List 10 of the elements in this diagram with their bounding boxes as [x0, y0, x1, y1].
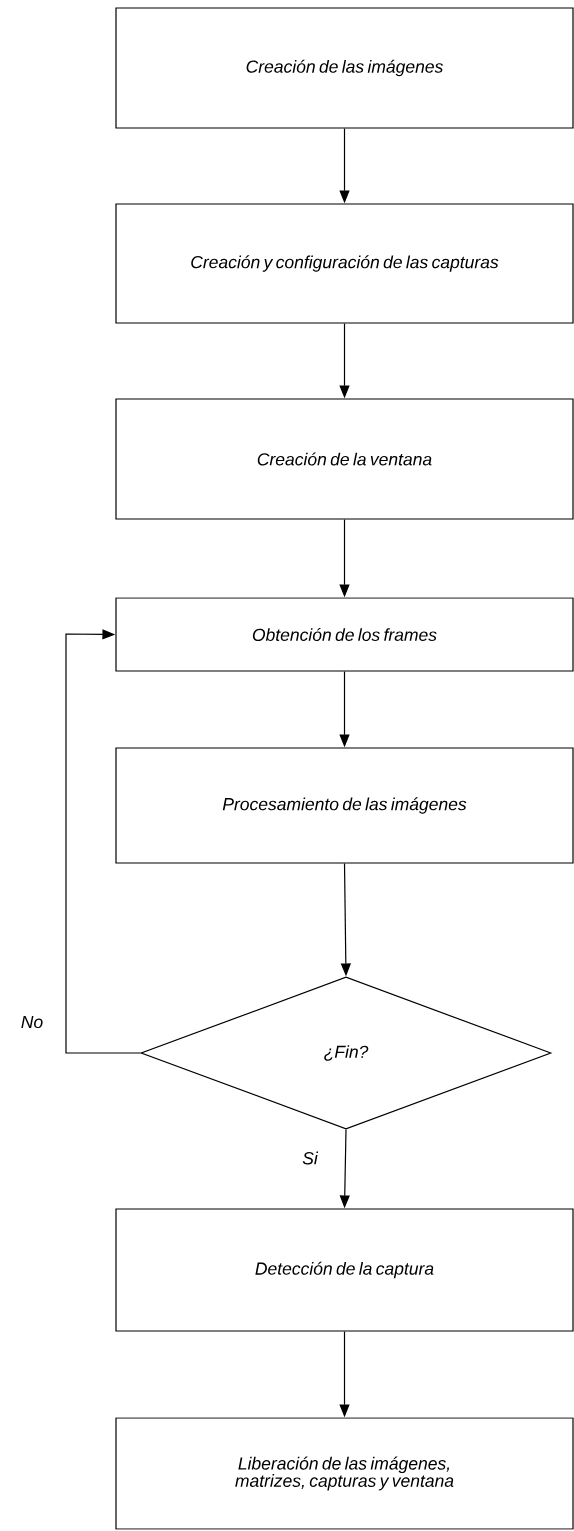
arrow [65, 629, 141, 1054]
process-box: Creación y configuración de las capturas [115, 203, 574, 324]
process-box: Creación de la ventana [115, 398, 574, 520]
process-box: Liberación de las imágenes, matrizes, capturas y ventana [115, 1417, 574, 1530]
process-box: Obtención de los frames [115, 597, 574, 672]
edge-label: No [19, 1014, 45, 1030]
edge-label: Si [301, 1150, 319, 1166]
process-box: Procesamiento de las imágenes [115, 747, 574, 864]
process-box: Creación de las imágenes [115, 7, 574, 129]
process-box: Detección de la captura [115, 1208, 574, 1332]
